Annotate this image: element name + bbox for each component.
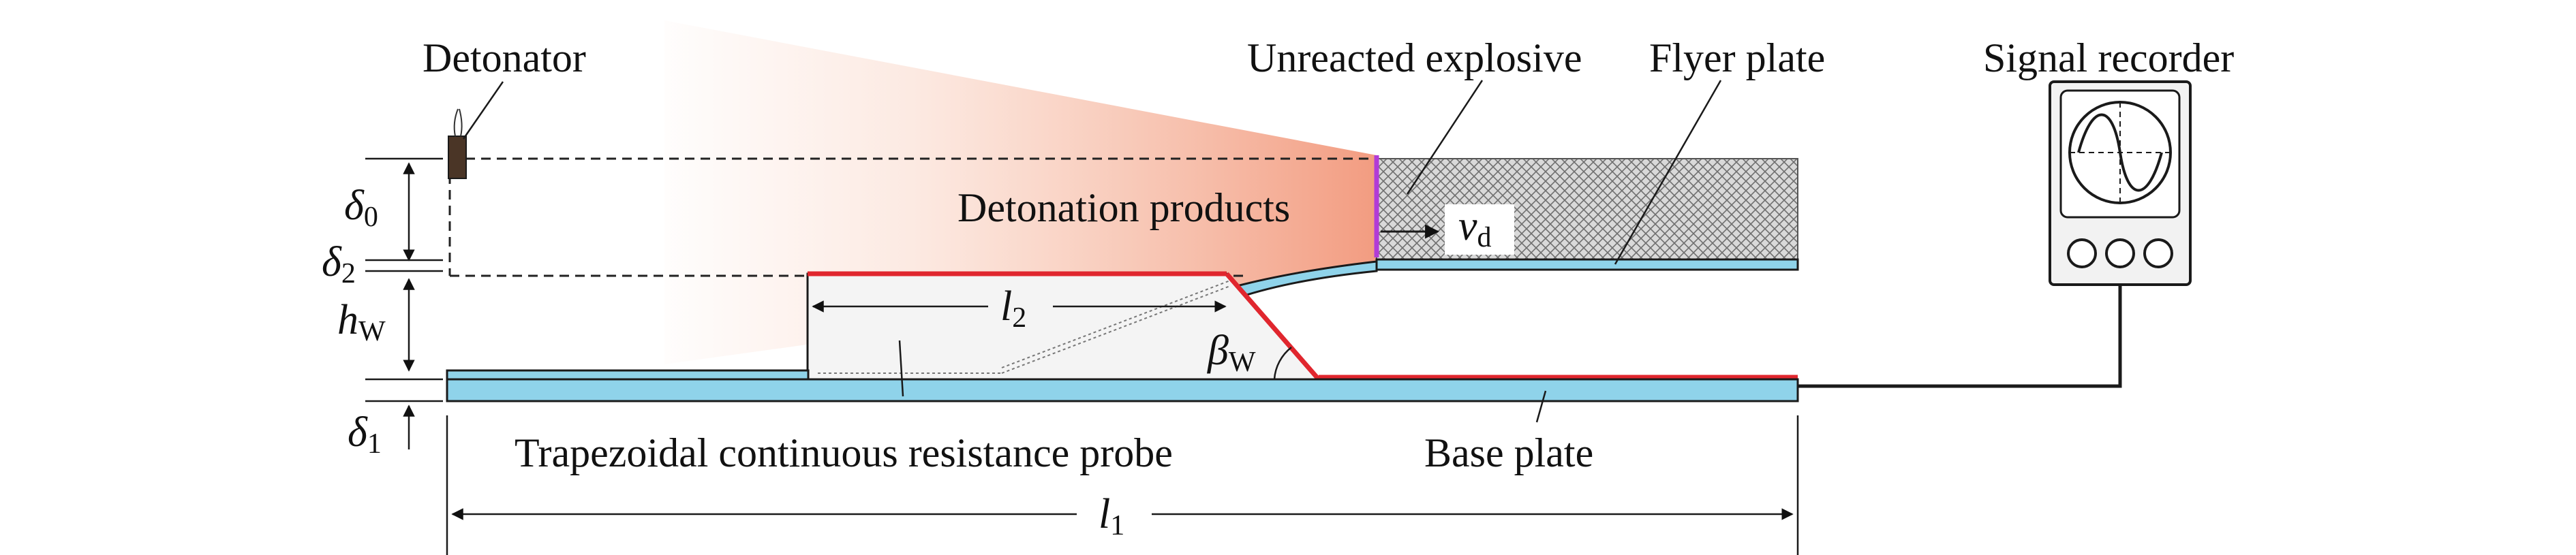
dim-hw bbox=[365, 278, 443, 381]
l2-symbol: l2 bbox=[1000, 283, 1026, 334]
detonator-wires bbox=[453, 108, 463, 137]
base-plate-label: Base plate bbox=[1424, 430, 1593, 475]
probe-wiring bbox=[818, 280, 1231, 374]
dim-delta0 bbox=[365, 157, 443, 261]
detonator-label: Detonator bbox=[423, 35, 586, 80]
delta1-symbol: δ1 bbox=[348, 409, 382, 460]
beta-w-symbol: βW bbox=[1207, 328, 1256, 378]
dim-l1 bbox=[446, 415, 1799, 555]
signal-recorder-label: Signal recorder bbox=[1983, 35, 2234, 80]
hw-symbol: hW bbox=[337, 297, 386, 347]
unreacted-explosive bbox=[1376, 158, 1798, 260]
flyer-plate-label: Flyer plate bbox=[1649, 35, 1825, 80]
detonation-products-label: Detonation products bbox=[957, 185, 1290, 230]
l1-symbol: l1 bbox=[1099, 491, 1124, 541]
recorder-knob-icon bbox=[2143, 238, 2173, 268]
delta2-symbol: δ2 bbox=[322, 239, 356, 289]
flyer-plate bbox=[1375, 258, 1799, 271]
base-plate bbox=[446, 378, 1799, 402]
delta0-symbol: δ0 bbox=[344, 183, 378, 233]
dim-delta1 bbox=[365, 400, 443, 449]
flyer-plate-bent bbox=[1236, 260, 1378, 298]
vd-symbol: vd bbox=[1458, 203, 1492, 253]
sine-wave-icon bbox=[2077, 113, 2163, 192]
recorder-knob-icon bbox=[2105, 238, 2135, 268]
unreacted-explosive-label: Unreacted explosive bbox=[1247, 35, 1582, 80]
detonator-body bbox=[448, 136, 467, 179]
probe-slope-edge bbox=[1225, 272, 1321, 381]
probe-label: Trapezoidal continuous resistance probe bbox=[515, 430, 1173, 475]
base-plate-left-strip bbox=[446, 369, 810, 381]
dim-delta2 bbox=[365, 259, 443, 272]
leader-lines bbox=[462, 80, 1722, 423]
angle-arc bbox=[1273, 347, 1292, 380]
vd-label-box bbox=[1445, 204, 1514, 255]
signal-cable bbox=[1798, 285, 2122, 388]
recorder-knob-icon bbox=[2067, 238, 2097, 268]
signal-recorder bbox=[2049, 80, 2192, 286]
